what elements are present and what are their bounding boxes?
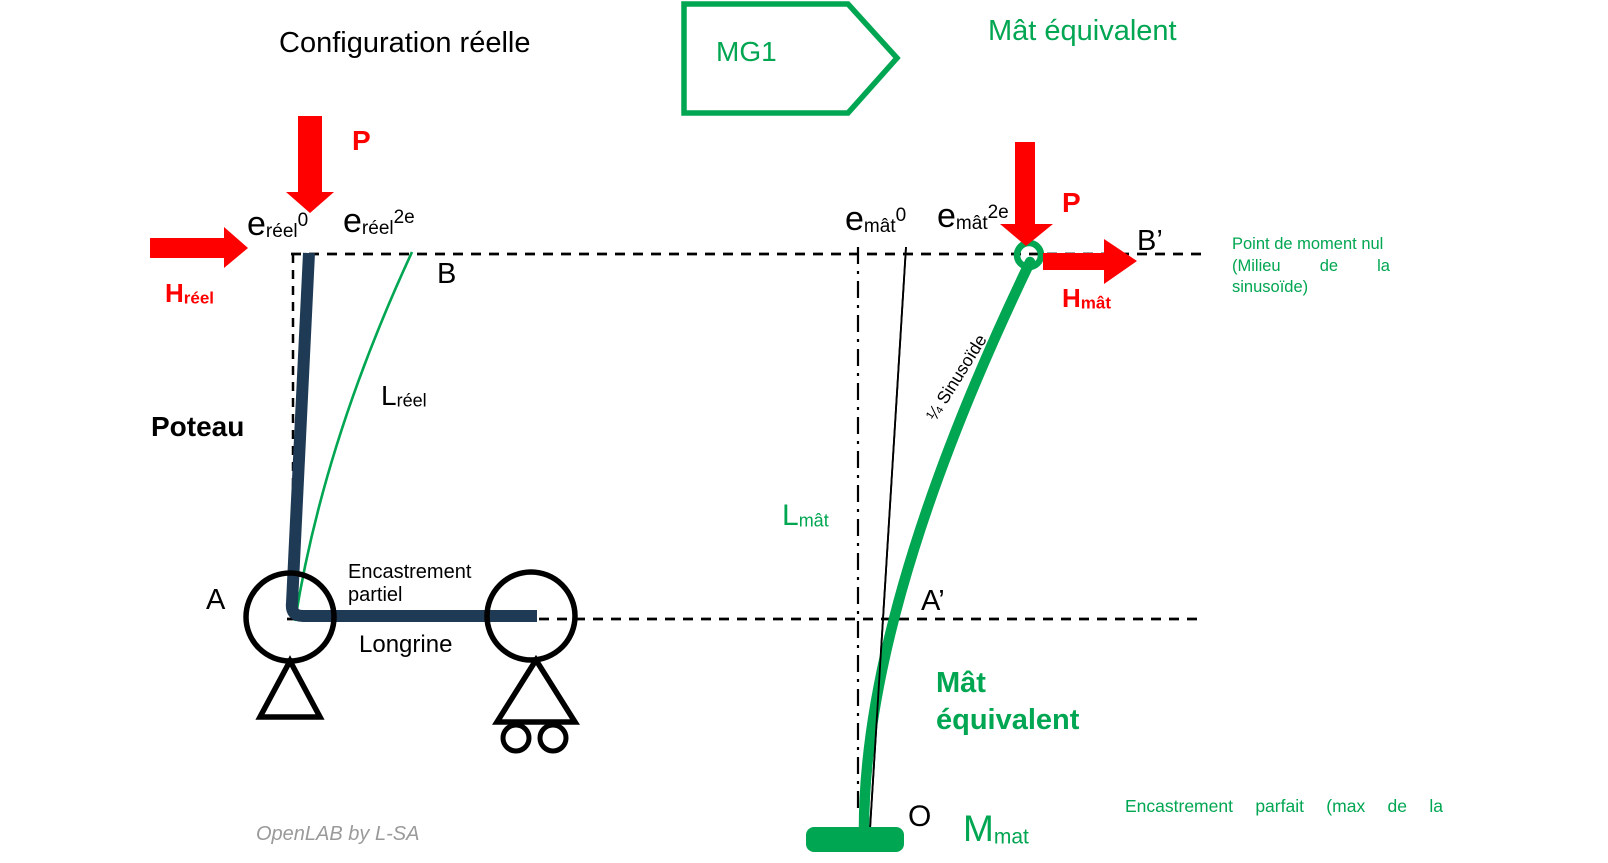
encastrement-partiel-label: Encastrement partiel bbox=[348, 561, 472, 606]
roller-support-triangle bbox=[492, 654, 580, 725]
pinned-support-triangle bbox=[255, 655, 325, 720]
e-reel-2e-sub: réel bbox=[361, 217, 394, 239]
e-mat-2e-sub: mât bbox=[955, 212, 988, 234]
mg1-badge-shape bbox=[681, 1, 901, 116]
hinge-circle-right bbox=[484, 569, 578, 663]
h-reel-label: Hréel bbox=[165, 280, 214, 306]
m-mat-base: M bbox=[963, 808, 994, 849]
vertical-load-arrow-left bbox=[286, 116, 334, 213]
mast-equivalent-heading: Mât équivalent bbox=[936, 665, 1079, 739]
p-load-label-right: P bbox=[1062, 187, 1081, 218]
p-load-label-left: P bbox=[352, 125, 371, 156]
mast-equivalent-heading-line1: Mât bbox=[936, 667, 986, 699]
h-mat-sub: mât bbox=[1080, 293, 1112, 313]
e-reel-2e-sup: 2e bbox=[393, 206, 415, 228]
l-reel-base: L bbox=[381, 380, 397, 411]
horizontal-load-arrow-left bbox=[150, 227, 248, 268]
point-a-label: A bbox=[206, 584, 226, 616]
m-mat-sub: mat bbox=[993, 825, 1029, 849]
l-mat-base: L bbox=[782, 499, 799, 532]
column-and-beam-member bbox=[285, 252, 537, 622]
roller-wheel-left bbox=[500, 722, 532, 754]
e-mat-0-base: e bbox=[845, 200, 864, 238]
mg1-badge-label: MG1 bbox=[716, 36, 777, 67]
e-reel-0-base: e bbox=[247, 205, 266, 243]
moment-null-note: Point de moment nul (Milieu de la sinuso… bbox=[1232, 234, 1390, 299]
m-mat-label: Mmat bbox=[963, 810, 1029, 848]
h-reel-base: H bbox=[165, 278, 184, 308]
mast-equivalent-heading-line2: équivalent bbox=[936, 704, 1080, 736]
right-title: Mât équivalent bbox=[988, 15, 1177, 47]
vertical-load-arrow-right bbox=[1000, 142, 1053, 246]
e-reel-0-sub: réel bbox=[265, 220, 298, 242]
h-reel-sub: réel bbox=[183, 288, 215, 308]
e-reel-2e-label: eréel2e bbox=[343, 204, 415, 238]
l-reel-label: Lréel bbox=[381, 382, 427, 410]
h-mat-base: H bbox=[1062, 283, 1081, 313]
poteau-label: Poteau bbox=[151, 411, 245, 442]
h-mat-label: Hmât bbox=[1062, 285, 1111, 311]
e-mat-2e-label: emât2e bbox=[937, 199, 1009, 233]
longrine-label: Longrine bbox=[359, 631, 453, 658]
e-mat-2e-sup: 2e bbox=[987, 201, 1009, 223]
l-mat-label: Lmât bbox=[782, 501, 829, 531]
point-o-label: O bbox=[908, 800, 932, 833]
e-reel-0-sup: 0 bbox=[297, 209, 309, 231]
e-reel-0-label: eréel0 bbox=[247, 207, 308, 241]
e-mat-0-sup: 0 bbox=[895, 204, 907, 226]
point-b-prime-label: B’ bbox=[1137, 225, 1163, 257]
moment-null-note-line2: (Milieu de la sinusoïde) bbox=[1232, 256, 1390, 297]
mast-fixed-base bbox=[806, 827, 904, 852]
left-title: Configuration réelle bbox=[279, 27, 531, 59]
encastrement-parfait-note: Encastrement parfait (max de la bbox=[1125, 796, 1443, 816]
watermark: OpenLAB by L-SA bbox=[256, 823, 420, 845]
point-a-prime-label: A’ bbox=[921, 585, 945, 617]
moment-null-note-line1: Point de moment nul bbox=[1232, 235, 1384, 253]
e-mat-0-sub: mât bbox=[863, 215, 896, 237]
horizontal-load-arrow-right bbox=[1043, 239, 1137, 284]
l-reel-sub: réel bbox=[396, 390, 427, 411]
equivalent-mast-curve bbox=[858, 256, 1036, 835]
roller-wheel-right bbox=[537, 722, 569, 754]
e-mat-2e-base: e bbox=[937, 197, 956, 235]
point-b-label: B bbox=[437, 258, 457, 290]
l-mat-sub: mât bbox=[798, 510, 829, 531]
mast-initial-position-line-overlay bbox=[869, 246, 907, 830]
e-reel-2e-base: e bbox=[343, 202, 362, 240]
e-mat-0-label: emât0 bbox=[845, 202, 906, 236]
